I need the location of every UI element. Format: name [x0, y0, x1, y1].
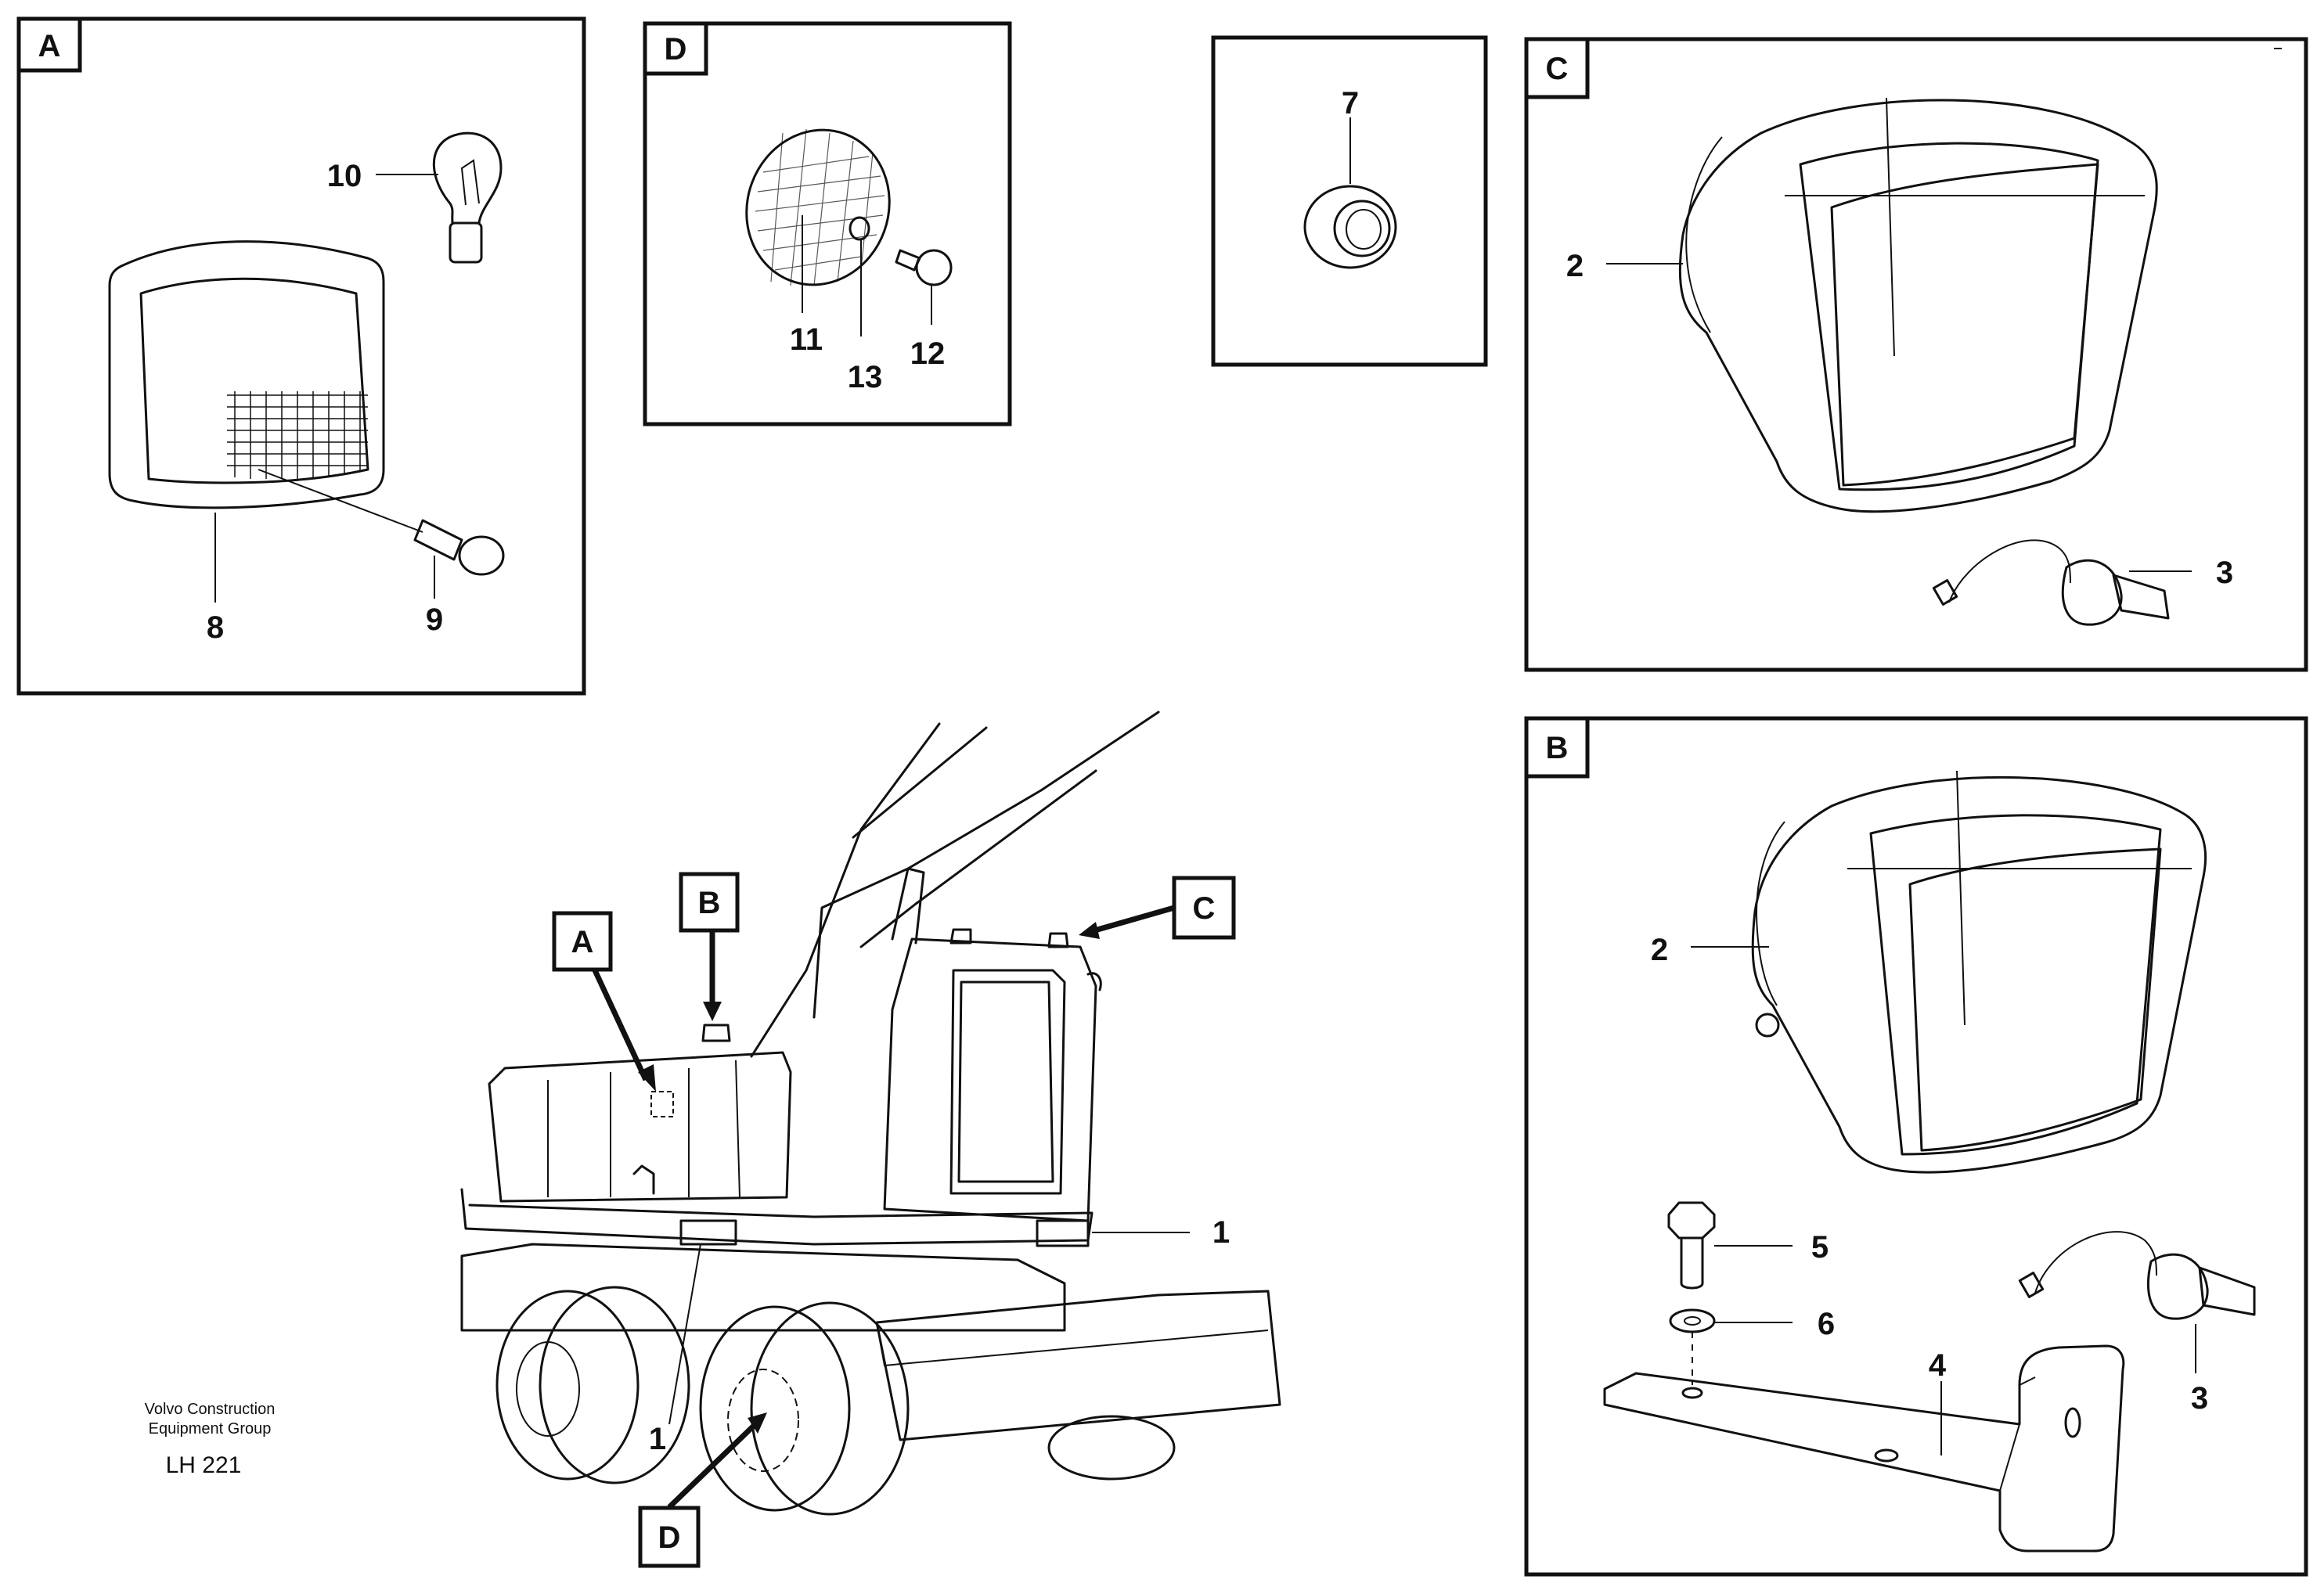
panel-a-tag: A: [38, 29, 61, 63]
panel-c-tag: C: [1546, 52, 1569, 86]
part-label-11: 11: [790, 322, 823, 357]
panel-b-frame: [1524, 716, 2308, 1577]
part-label-4: 4: [1929, 1348, 1947, 1383]
panel-c-tag-box: [1524, 37, 1590, 99]
callout-b: B: [679, 872, 740, 1021]
callout-a-label: A: [571, 925, 594, 959]
footer-company-line2: Equipment Group: [149, 1420, 272, 1437]
bolt-5: [1667, 1201, 1793, 1290]
bulb-10: [376, 131, 503, 264]
callout-a: A: [552, 911, 656, 1092]
panel-b-tag: B: [1546, 731, 1569, 765]
registration-marks: [2274, 48, 2306, 1009]
part-label-5: 5: [1811, 1230, 1829, 1265]
screw-9: [258, 469, 505, 599]
part-label-1-right: 1: [1212, 1215, 1230, 1250]
panel-b: B 2 5 6: [1524, 716, 2308, 1577]
panel-b-tag-box: [1524, 716, 1590, 779]
part-label-3-b: 3: [2191, 1381, 2208, 1416]
panel-d-tag: D: [665, 32, 687, 67]
panel-grommet-frame: [1211, 35, 1488, 367]
work-light-2-c: [1606, 97, 2158, 513]
washer-13: [849, 216, 870, 336]
panel-d-frame: [643, 21, 1012, 426]
part-label-12: 12: [910, 336, 946, 371]
panel-d: D 11 13 12: [643, 21, 1012, 426]
callout-b-label: B: [698, 886, 721, 920]
callout-d-label: D: [658, 1520, 681, 1555]
panel-a-tag-box: [16, 16, 82, 73]
marker-lamp-8: [108, 240, 385, 603]
footer-code: LH 221: [166, 1452, 242, 1478]
part-label-2-b: 2: [1651, 933, 1668, 967]
panel-d-tag-box: [643, 21, 708, 76]
part-label-9: 9: [426, 603, 443, 637]
part-label-13: 13: [848, 360, 883, 394]
reflector-11: [745, 128, 891, 313]
bracket-4: [1603, 1344, 2125, 1553]
washer-6: [1669, 1308, 1793, 1385]
panel-a-frame: [16, 16, 586, 696]
part-label-3-c: 3: [2216, 556, 2233, 590]
footer-company-line1: Volvo Construction: [145, 1401, 276, 1418]
part-label-7: 7: [1342, 86, 1359, 121]
part-label-8: 8: [207, 610, 224, 645]
part-label-6: 6: [1818, 1307, 1835, 1341]
callout-c: C: [1079, 876, 1236, 940]
grommet-7: [1303, 185, 1397, 269]
part-label-2-c: 2: [1566, 249, 1584, 283]
part-label-1-lower: 1: [649, 1422, 666, 1456]
bulb-holder-3-b: [2018, 1231, 2256, 1373]
callout-d: D: [638, 1412, 767, 1568]
panel-grommet: 7: [1211, 35, 1488, 367]
panel-a: A 10 8 9: [16, 16, 586, 696]
part-label-10: 10: [327, 159, 362, 193]
panel-c-frame: [1524, 37, 2308, 672]
bulb-holder-3-c: [1932, 539, 2192, 626]
work-light-2-b: [1691, 770, 2207, 1174]
screw-12: [895, 249, 953, 325]
excavator-illustration: A B C D 1 1: [460, 711, 1281, 1568]
callout-c-label: C: [1193, 891, 1216, 926]
footer-block: Volvo Construction Equipment Group LH 22…: [145, 1401, 276, 1478]
panel-c: C 2 3: [1524, 37, 2308, 672]
